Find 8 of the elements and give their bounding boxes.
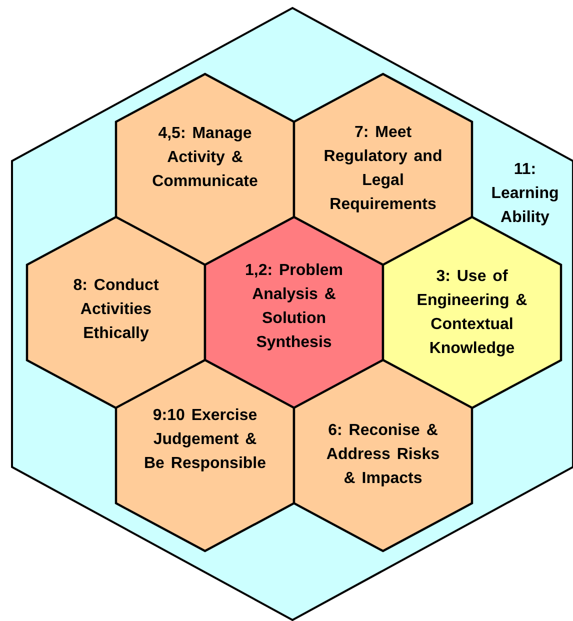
- hexagon-label: 3: Use of Engineering & Contextual Knowledge: [416, 266, 528, 358]
- hexagon-label: 1,2: Problem Analysis & Solution Synthesis: [244, 260, 344, 352]
- hexagon-label: 4,5: Manage Activity & Communicate: [151, 124, 259, 192]
- hexagon-label: 8: Conduct Activities Ethically: [72, 276, 160, 344]
- hexagon-label: 6: Reconise & Address Risks & Impacts: [325, 420, 441, 488]
- hexagon-label: 9:10 Exercise Judgement & Be Responsible: [143, 406, 267, 474]
- hexagon-label: 11: Learning Ability: [490, 160, 560, 228]
- hexagon-label: 7: Meet Regulatory and Legal Requirements: [323, 122, 443, 214]
